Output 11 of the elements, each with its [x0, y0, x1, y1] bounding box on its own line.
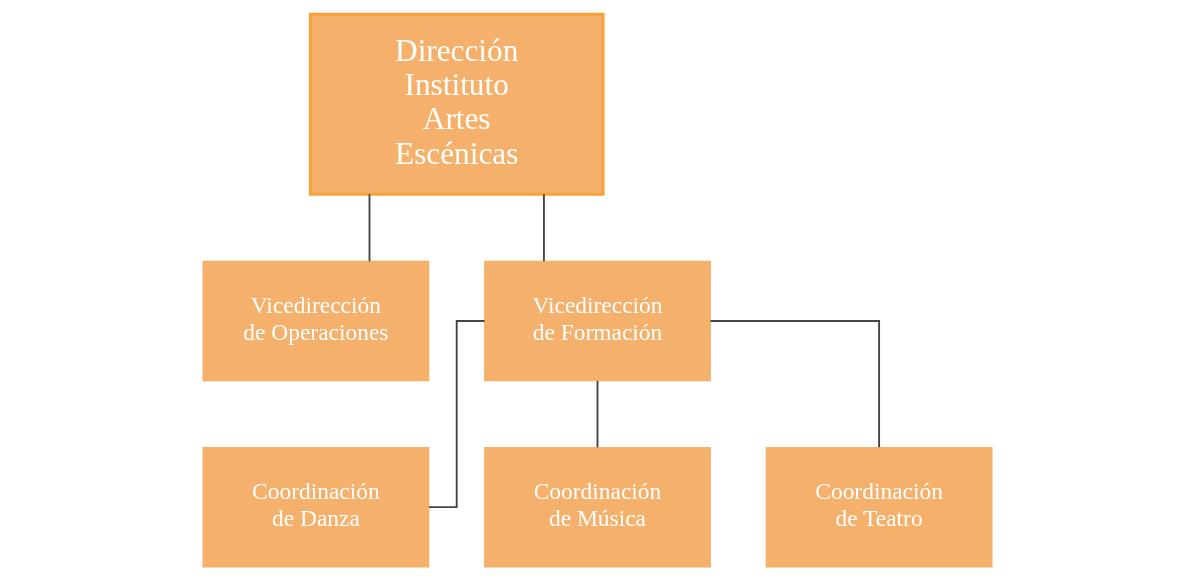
connector	[368, 193, 371, 263]
node-box: Vicedirección de Operaciones	[202, 260, 430, 382]
connector	[596, 380, 599, 449]
node-box: Vicedirección de Formación	[484, 260, 711, 382]
node-box: Coordinación de Danza	[202, 446, 430, 568]
connector	[542, 193, 545, 263]
connector	[427, 320, 486, 509]
connector	[709, 320, 881, 449]
node-box: Dirección Instituto Artes Escénicas	[308, 12, 605, 196]
node-box: Coordinación de Teatro	[765, 446, 993, 568]
node-box: Coordinación de Música	[484, 446, 711, 568]
